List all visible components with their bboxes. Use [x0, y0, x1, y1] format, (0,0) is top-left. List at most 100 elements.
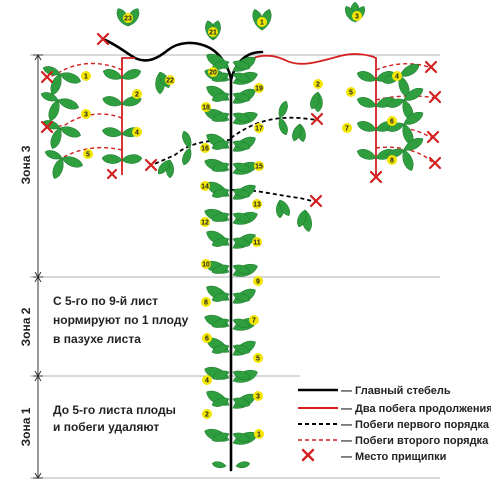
- fruit-circle: [132, 127, 142, 137]
- leaf: [61, 156, 83, 168]
- fruit-number: 4: [205, 378, 209, 385]
- leaf: [182, 130, 192, 149]
- legend-item-main-stem: — Главный стебель: [298, 385, 451, 397]
- fruit-circle: [200, 181, 210, 191]
- fruit-number: 12: [201, 220, 209, 227]
- fruit: 2: [132, 89, 142, 99]
- legend-item-second-order: — Побеги второго порядка: [298, 435, 489, 447]
- fruit-number: 1: [257, 432, 261, 439]
- leaf: [292, 123, 302, 142]
- leaf: [232, 237, 251, 247]
- leaf: [121, 69, 142, 80]
- leaf: [356, 121, 377, 132]
- fruit: 3: [352, 11, 362, 21]
- fruit-number: 7: [252, 318, 256, 325]
- leaf: [211, 188, 230, 198]
- fruit-number: 1: [84, 74, 88, 81]
- fruit-number: 2: [316, 82, 320, 89]
- fruit-number: 8: [204, 300, 208, 307]
- fruit-circle: [342, 123, 352, 133]
- leaf: [403, 138, 424, 151]
- fruit-circle: [201, 259, 211, 269]
- fruit-number: 7: [345, 126, 349, 133]
- fruit-number: 16: [201, 146, 209, 153]
- pinch-icon: [428, 156, 442, 170]
- leaf: [232, 72, 251, 82]
- leaf: [232, 188, 251, 198]
- legend: — Главный стебель — Два побега продолжен…: [298, 385, 491, 463]
- fruit-number: 2: [135, 92, 139, 99]
- fruit: 7: [342, 123, 352, 133]
- pinch-icon: [428, 90, 442, 104]
- leaf: [386, 98, 405, 108]
- leaf: [356, 71, 377, 82]
- pinch-icon: [301, 448, 315, 462]
- leaf: [57, 98, 79, 110]
- pinch-icon: [424, 60, 438, 74]
- leaf: [44, 150, 63, 160]
- legend-label-main-stem: — Главный стебель: [341, 385, 451, 397]
- leaf: [211, 344, 230, 354]
- fruit-circle: [254, 429, 264, 439]
- fruit-circle: [352, 11, 362, 21]
- fruit-circle: [253, 353, 263, 363]
- fruit-number: 23: [124, 16, 132, 23]
- fruit: 14: [200, 181, 210, 191]
- leaf: [50, 127, 62, 149]
- fruit-circle: [253, 276, 263, 286]
- fruit: 4: [132, 127, 142, 137]
- pinch-icon: [40, 120, 54, 134]
- fruit-circle: [346, 87, 356, 97]
- fruit: 1: [257, 17, 267, 27]
- leaf: [211, 318, 230, 328]
- legend-label-second-order: — Побеги второго порядка: [341, 435, 489, 447]
- fruit-number: 6: [390, 119, 394, 126]
- leaf: [102, 127, 123, 138]
- zone-1-label: Зона 1: [19, 407, 33, 446]
- legend-item-first-order: — Побеги первого порядка: [298, 419, 490, 431]
- fruit-number: 21: [209, 30, 217, 37]
- fruit-number: 17: [255, 126, 263, 133]
- fruit-circle: [208, 27, 218, 37]
- leaf: [182, 147, 192, 166]
- zone-1-note-line-2: и побеги удаляют: [53, 420, 159, 434]
- leaf: [232, 397, 251, 407]
- fruit-number: 5: [256, 356, 260, 363]
- leaf: [211, 397, 230, 407]
- leaf: [157, 159, 171, 175]
- fruit-circle: [252, 237, 262, 247]
- fruit: 2: [313, 79, 323, 89]
- leaf: [59, 126, 81, 138]
- fruit-circle: [165, 75, 175, 85]
- pinch-icon: [106, 168, 118, 180]
- fruit-number: 11: [253, 240, 261, 247]
- leaf: [297, 209, 307, 228]
- fruit: 5: [346, 87, 356, 97]
- leaf: [40, 92, 59, 102]
- leaf: [232, 432, 251, 442]
- fruit-number: 22: [166, 78, 174, 85]
- leaf: [232, 370, 251, 380]
- pinch-icon: [309, 194, 323, 208]
- leaf: [232, 92, 251, 102]
- fruit: 21: [208, 27, 218, 37]
- leaf: [232, 60, 251, 70]
- fruit-number: 15: [255, 164, 263, 171]
- leaf: [232, 140, 251, 150]
- leaf: [102, 69, 123, 80]
- fruit-circle: [123, 13, 133, 23]
- fruit-circle: [254, 123, 264, 133]
- leaf: [402, 149, 414, 171]
- fruit-number: 9: [256, 279, 260, 286]
- leaf: [211, 140, 230, 150]
- fruit-number: 8: [390, 158, 394, 165]
- fruit: 12: [200, 217, 210, 227]
- leaf: [278, 117, 288, 136]
- first-order-shoots: [151, 116, 319, 203]
- zone-2-note-line-1: С 5-го по 9-й лист: [53, 294, 158, 308]
- leaf: [211, 264, 230, 274]
- fruit: 19: [254, 83, 264, 93]
- fruit-circle: [200, 143, 210, 153]
- leaf: [211, 370, 230, 380]
- fruit-number: 6: [205, 336, 209, 343]
